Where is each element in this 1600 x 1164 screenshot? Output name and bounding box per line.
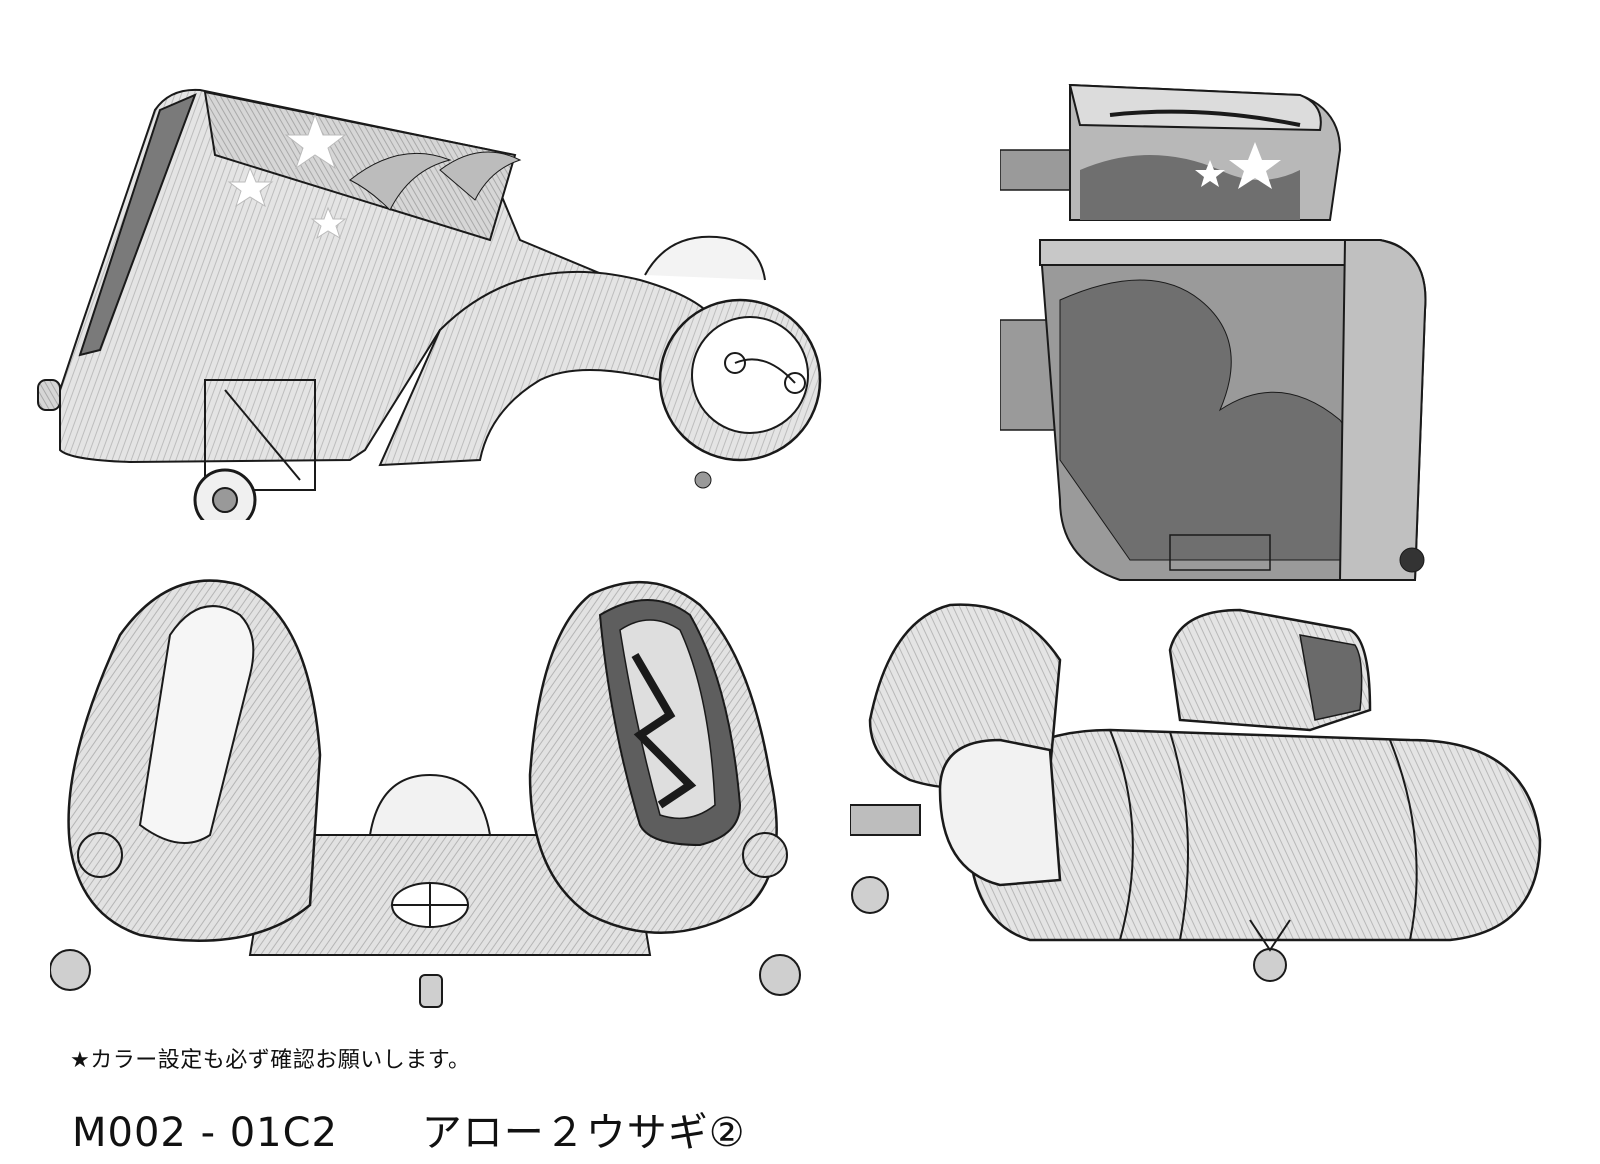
tube-ring-3	[1389, 739, 1418, 941]
front-wheel-3q	[851, 876, 889, 914]
star-1	[284, 113, 347, 170]
tube-ring-1	[1109, 729, 1134, 941]
tube-ring-2	[1169, 731, 1189, 941]
front-view-svg	[50, 579, 801, 1008]
center-wheel	[419, 974, 443, 1008]
left-wheel	[50, 949, 91, 991]
lower-pod-hatch	[1169, 534, 1271, 571]
pod-upper-right-opening	[1299, 634, 1363, 721]
flame-1	[349, 152, 452, 211]
front-wheel-hub	[212, 487, 238, 513]
sheet-caption: M002 - 01C2 アロー２ウサギ②	[72, 1100, 746, 1158]
left-pod-light	[77, 832, 123, 878]
rear-strut-3q	[1249, 919, 1291, 952]
rear-hub-inner	[691, 316, 809, 434]
side-view-drawing	[20, 80, 840, 520]
upper-star-1	[1229, 142, 1281, 189]
side-view-svg	[37, 88, 822, 520]
rear-hub-bar	[734, 358, 796, 384]
flame-2	[439, 151, 522, 201]
front-bracket	[850, 804, 921, 836]
beam-top	[1000, 149, 1081, 191]
dome	[644, 235, 766, 281]
closeup-view-svg	[1000, 83, 1427, 581]
front-gear-strut	[224, 389, 301, 481]
sheet-code: M002 - 01C2	[72, 1110, 338, 1156]
closeup-view-drawing	[1000, 80, 1470, 600]
right-pod-zigzag	[631, 652, 697, 809]
lower-pod-wheel	[1399, 547, 1425, 573]
three-quarter-view-drawing	[850, 600, 1590, 1030]
front-view-drawing	[50, 575, 850, 1025]
right-pod-light	[742, 832, 788, 878]
rear-wheel-3q	[1253, 948, 1287, 982]
upper-star-2	[1195, 160, 1225, 187]
front-gear-frame	[204, 379, 316, 491]
tube-body	[967, 728, 1542, 942]
rear-hub-knob-1	[724, 352, 746, 374]
rear-hub-knob-2	[784, 372, 806, 394]
rear-gear-wheel	[694, 471, 712, 489]
three-quarter-view-svg	[850, 603, 1542, 982]
lower-pod-side	[1338, 239, 1427, 581]
sheet-title: アロー２ウサギ②	[421, 1110, 746, 1156]
color-setting-note: ★カラー設定も必ず確認お願いします。	[70, 1048, 471, 1073]
right-wheel	[759, 954, 801, 996]
front-nub	[37, 379, 61, 411]
left-pod-panel	[138, 605, 255, 844]
upper-pod-shine	[1109, 109, 1301, 127]
canopy	[368, 773, 492, 836]
front-hub	[938, 738, 1062, 887]
star-2	[227, 166, 274, 208]
pod-front-panel	[78, 93, 197, 357]
star-3	[310, 206, 347, 240]
upper-flame	[1080, 155, 1300, 220]
pod-top-cowl	[203, 90, 517, 242]
